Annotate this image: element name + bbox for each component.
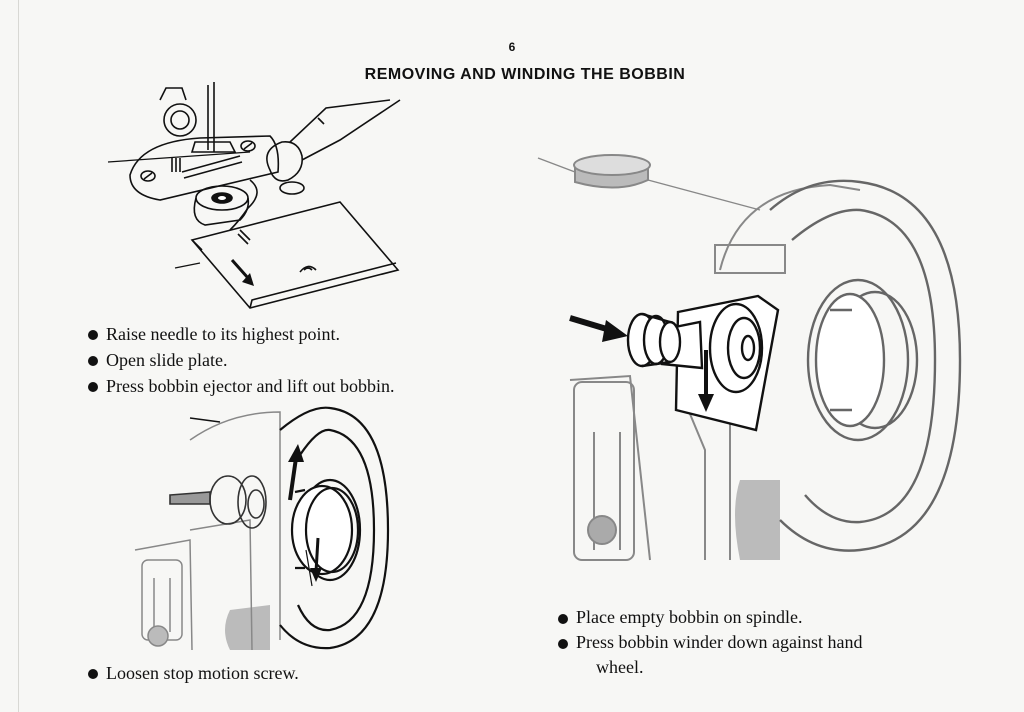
stop-motion-screw-illustration (134, 406, 390, 651)
winding-steps: Place empty bobbin on spindle. Press bob… (556, 605, 986, 680)
bobbin-winder-illustration (537, 154, 962, 561)
list-item: Press bobbin winder down against hand (556, 630, 986, 655)
removal-steps: Raise needle to its highest point. Open … (86, 321, 506, 399)
list-item: Raise needle to its highest point. (86, 321, 506, 347)
bobbin-removal-illustration (107, 82, 401, 309)
page-edge (18, 0, 19, 712)
list-item-continuation: wheel. (596, 657, 644, 677)
list-item: Place empty bobbin on spindle. (556, 605, 986, 630)
stop-motion-steps: Loosen stop motion screw. (86, 660, 426, 686)
list-item: Loosen stop motion screw. (86, 660, 426, 686)
page-title: REMOVING AND WINDING THE BOBBIN (364, 66, 686, 83)
page-number: 6 (508, 40, 516, 54)
list-item: Open slide plate. (86, 347, 506, 373)
list-item: Press bobbin ejector and lift out bobbin… (86, 373, 506, 399)
